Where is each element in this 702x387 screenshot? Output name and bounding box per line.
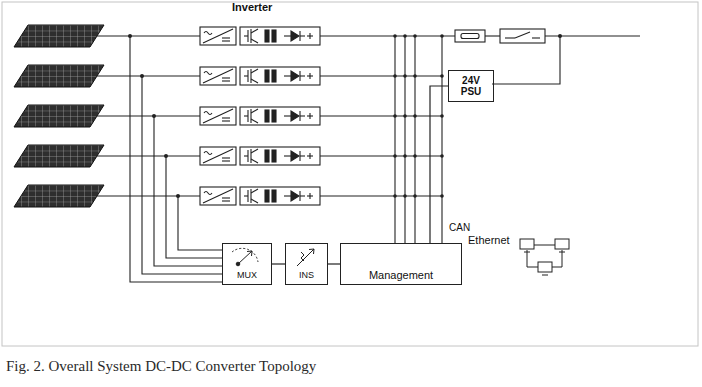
converter-rows: [200, 27, 320, 205]
node-text: INS: [299, 271, 314, 281]
signal-connector: [328, 263, 340, 264]
signal-connector: [272, 263, 285, 264]
psu-box: 24V PSU: [448, 70, 494, 102]
label-text: CAN: [449, 222, 470, 233]
label-text: Inverter: [232, 1, 272, 13]
network-label: Ethernet: [468, 234, 510, 246]
bus-dots: [393, 34, 562, 198]
label-text: Ethernet: [468, 234, 510, 246]
module-box: INS: [285, 243, 328, 285]
solar-panels: [14, 25, 104, 207]
ethernet-computers: [520, 239, 569, 275]
node-text: MUX: [237, 271, 257, 281]
ins-symbol: [297, 249, 314, 266]
figure-caption: Fig. 2. Overall System DC-DC Converter T…: [6, 358, 316, 375]
module-box: MUX: [222, 243, 272, 285]
mux-symbol: [232, 248, 258, 265]
management-box: Management: [340, 243, 462, 285]
output-bus: [320, 29, 640, 243]
junction-dots: [128, 34, 180, 198]
node-text: 24V PSU: [452, 75, 490, 97]
bus-name: CAN: [449, 222, 470, 233]
inverter-label: Inverter: [232, 1, 272, 13]
node-text: Management: [369, 269, 433, 281]
signal-connector: [430, 86, 448, 243]
